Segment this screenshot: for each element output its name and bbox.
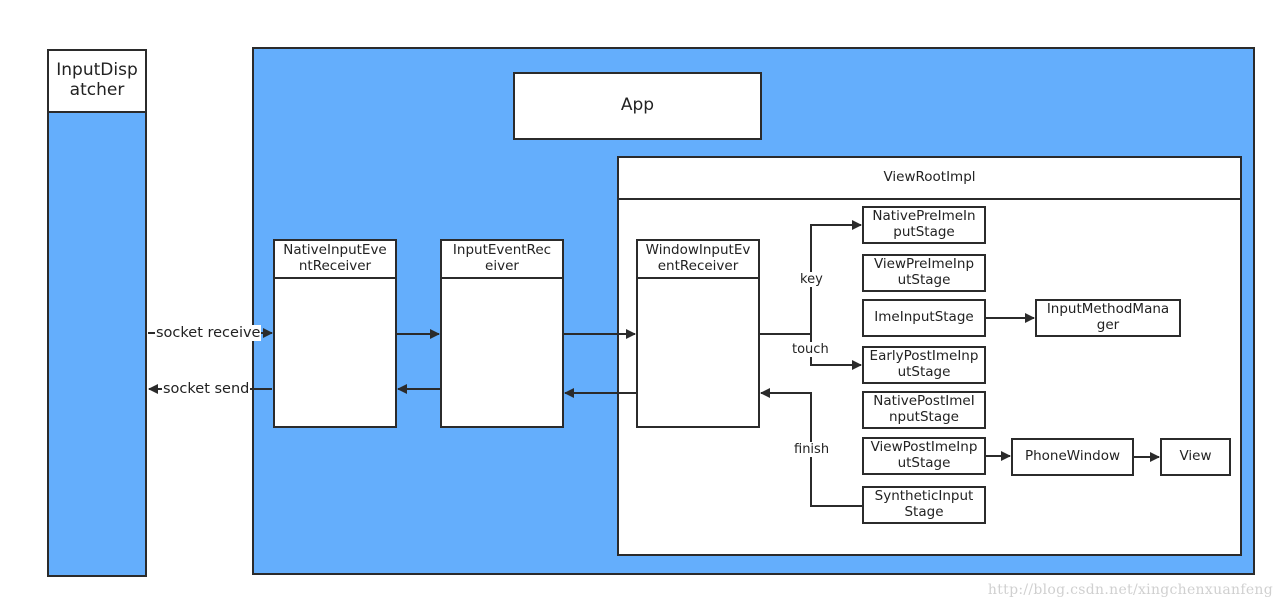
key-arrow: [810, 220, 862, 334]
native-input-event-receiver-label: NativeInputEventReceiver: [283, 242, 387, 274]
input-event-receiver-label: InputEventReceiver: [452, 242, 552, 274]
view-pre-ime-input-stage-box: ViewPreImeInputStage: [862, 254, 986, 292]
window-input-event-receiver-header: WindowInputEventReceiver: [638, 241, 758, 279]
synthetic-input-stage-box: SyntheticInputStage: [862, 486, 986, 524]
early-post-ime-input-stage-box: EarlyPostImeInputStage: [862, 346, 986, 384]
native-input-event-receiver-box: NativeInputEventReceiver: [273, 239, 397, 428]
app-title-box: App: [513, 72, 762, 140]
touch-label: touch: [790, 342, 831, 357]
input-dispatcher-box: InputDispatcher: [47, 49, 147, 577]
key-label: key: [798, 272, 825, 287]
input-method-manager-label: InputMethodManager: [1046, 301, 1170, 333]
native-input-event-receiver-header: NativeInputEventReceiver: [275, 241, 395, 279]
input-dispatcher-header: InputDispatcher: [49, 51, 145, 113]
phone-window-box: PhoneWindow: [1011, 438, 1134, 476]
view-box: View: [1160, 438, 1231, 476]
native-post-ime-input-stage-label: NativePostImeInputStage: [873, 393, 975, 425]
input-event-receiver-box: InputEventReceiver: [440, 239, 564, 428]
socket-send-label: socket send: [162, 381, 251, 397]
input-event-receiver-header: InputEventReceiver: [442, 241, 562, 279]
native-post-ime-input-stage-box: NativePostImeInputStage: [862, 391, 986, 429]
ime-input-stage-label: ImeInputStage: [874, 309, 974, 326]
early-post-ime-input-stage-label: EarlyPostImeInputStage: [869, 348, 979, 380]
input-dispatcher-label: InputDispatcher: [56, 60, 138, 100]
view-root-impl-header: ViewRootImpl: [619, 158, 1240, 200]
native-pre-ime-input-stage-label: NativePreImeInputStage: [872, 208, 976, 240]
native-pre-ime-input-stage-box: NativePreImeInputStage: [862, 206, 986, 244]
app-label: App: [620, 95, 655, 116]
socket-receive-label: socket receive: [155, 325, 262, 341]
ime-input-stage-box: ImeInputStage: [862, 299, 986, 337]
view-post-ime-input-stage-box: ViewPostImeInputStage: [862, 437, 986, 475]
watermark: http://blog.csdn.net/xingchenxuanfeng: [987, 582, 1273, 598]
view-root-impl-label: ViewRootImpl: [883, 169, 976, 186]
synthetic-input-stage-label: SyntheticInputStage: [874, 488, 974, 520]
window-input-event-receiver-box: WindowInputEventReceiver: [636, 239, 760, 428]
window-input-event-receiver-label: WindowInputEventReceiver: [645, 242, 751, 274]
phone-window-label: PhoneWindow: [1024, 448, 1121, 465]
finish-label: finish: [792, 442, 832, 457]
view-pre-ime-input-stage-label: ViewPreImeInputStage: [873, 256, 975, 288]
view-post-ime-input-stage-label: ViewPostImeInputStage: [870, 439, 978, 471]
input-method-manager-box: InputMethodManager: [1035, 299, 1181, 337]
view-label: View: [1179, 448, 1212, 465]
